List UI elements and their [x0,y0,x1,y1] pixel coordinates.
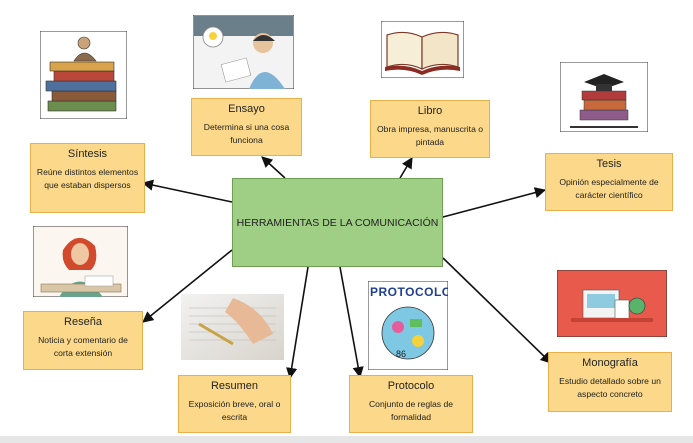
node-ensayo-title: Ensayo [228,103,265,115]
arrow-to-tesis [442,187,547,218]
woman-reading-illustration [33,226,128,297]
node-ensayo-desc: Determina si una cosa funciona [203,122,290,145]
node-monografia-title: Monografía [582,357,638,369]
arrow-to-libro [399,157,413,179]
node-resumen-title: Resumen [210,380,259,392]
node-protocolo-desc: Conjunto de reglas de formalidad [368,399,454,422]
node-sintesis: Síntesis Reúne distintos elementos que e… [30,143,145,213]
node-libro: Libro Obra impresa, manuscrita o pintada [370,100,490,158]
arrow-to-ensayo [261,156,286,179]
node-libro-title: Libro [417,105,443,117]
node-protocolo-title: Protocolo [387,380,435,392]
node-monografia: Monografía Estudio detallado sobre un as… [548,352,672,412]
node-tesis-title: Tesis [596,158,622,170]
node-resena-desc: Noticia y comentario de corta extensión [38,335,128,358]
node-monografia-desc: Estudio detallado sobre un aspecto concr… [559,376,661,399]
arrow-to-monografia [442,257,552,364]
arrow-to-resena [142,249,233,323]
graduation-books-illustration [560,62,648,132]
node-libro-desc: Obra impresa, manuscrita o pintada [376,124,484,147]
central-topic: HERRAMIENTAS DE LA COMUNICACIÓN [232,178,443,267]
node-resena-title: Reseña [64,316,102,328]
node-resumen-desc: Exposición breve, oral o escrita [188,399,281,422]
book-stack-illustration [40,31,127,119]
node-resena: Reseña Noticia y comentario de corta ext… [23,311,143,370]
node-sintesis-desc: Reúne distintos elementos que estaban di… [36,167,139,190]
hand-writing-photo [181,294,284,360]
bottom-scroll-strip [0,436,693,443]
node-tesis-desc: Opinión especialmente de carácter cientí… [559,177,659,200]
arrow-to-protocolo [339,266,364,379]
central-topic-label: HERRAMIENTAS DE LA COMUNICACIÓN [236,216,439,229]
globe-icon [628,297,646,315]
arrow-to-sintesis [141,179,233,203]
graduation-cap-icon [584,74,624,89]
open-book-illustration [381,21,464,78]
node-tesis: Tesis Opinión especialmente de carácter … [545,153,673,211]
arrow-to-resumen [286,266,309,380]
node-ensayo: Ensayo Determina si una cosa funciona [191,98,302,156]
node-sintesis-title: Síntesis [67,148,108,160]
monografia-illustration [557,270,667,337]
svg-text:86: 86 [396,349,406,359]
protocolo-illustration: 86 PROTOCOLO [368,281,448,370]
lightbulb-icon [209,32,217,40]
thinking-student-illustration [193,15,294,89]
protocolo-sign-text: PROTOCOLO [370,285,448,299]
node-resumen: Resumen Exposición breve, oral o escrita [178,375,291,433]
node-protocolo: Protocolo Conjunto de reglas de formalid… [349,375,473,433]
